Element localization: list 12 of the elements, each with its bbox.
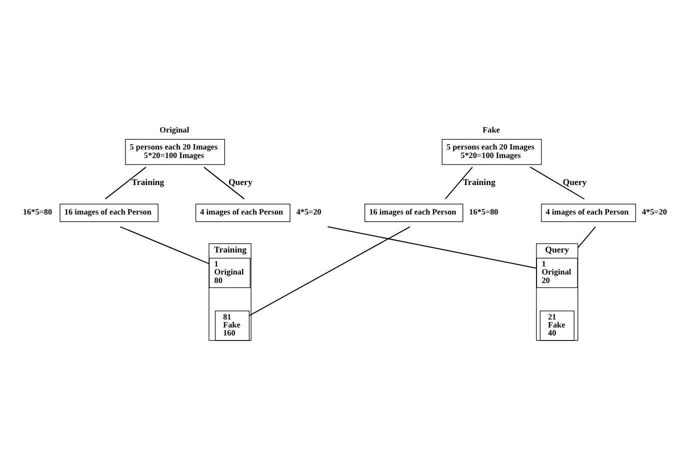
connector [249,226,410,316]
edge-label: Training [462,176,496,187]
connector [204,166,245,200]
connector [328,226,537,269]
edge-label: Query [228,176,252,187]
connector [444,166,473,200]
edge-label: Query [562,176,587,187]
edge-label: Training [132,176,164,187]
connector [530,166,585,200]
connector [577,226,596,248]
connector [120,226,210,264]
connector [105,166,146,200]
